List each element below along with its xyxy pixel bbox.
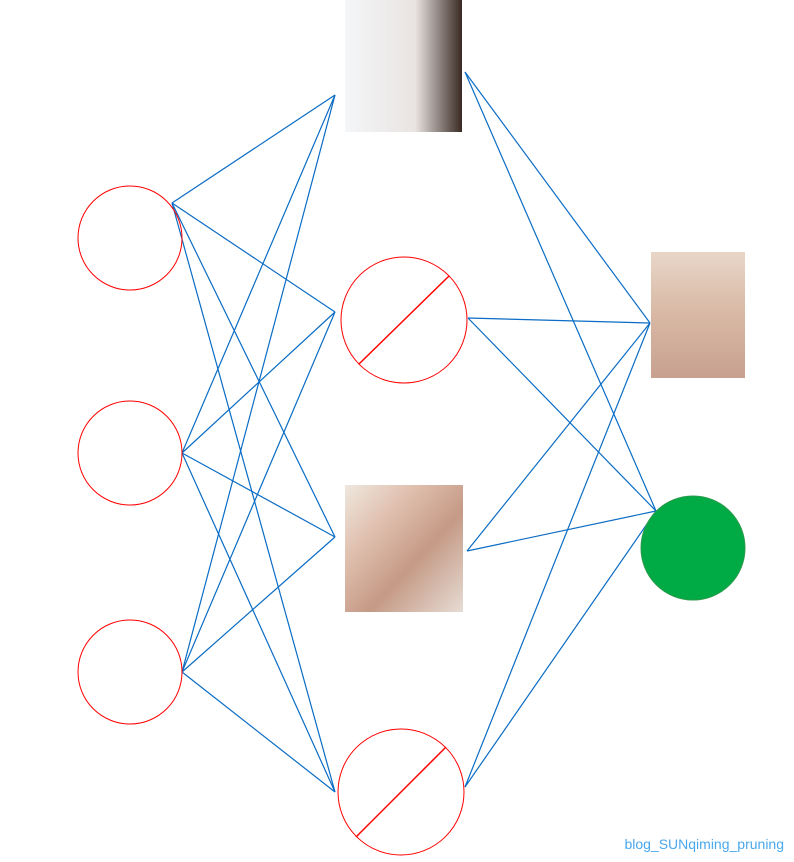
hidden-node-2-pruned xyxy=(340,256,468,384)
edge-input-3-hidden-2 xyxy=(181,311,336,673)
edge-input-3-hidden-4 xyxy=(181,671,336,793)
input-layer xyxy=(77,185,183,725)
edges xyxy=(171,71,657,793)
hidden-node-1-photo xyxy=(345,0,462,132)
prune-slash-icon xyxy=(355,746,447,838)
edge-input-3-hidden-1 xyxy=(181,94,336,673)
watermark: blog_SUNqiming_pruning xyxy=(624,836,784,852)
prune-slash-icon xyxy=(358,275,450,365)
edge-input-2-hidden-1 xyxy=(181,94,336,454)
edge-input-3-hidden-3 xyxy=(181,536,336,673)
edge-input-2-hidden-3 xyxy=(181,452,336,538)
edge-hidden-3-output-1 xyxy=(466,322,651,552)
edge-input-1-hidden-2 xyxy=(171,202,336,313)
edge-hidden-4-output-2 xyxy=(464,510,657,788)
output-node-1-photo xyxy=(651,252,745,378)
edge-hidden-1-output-2 xyxy=(464,71,657,512)
edge-hidden-3-output-2 xyxy=(466,510,657,552)
output-layer xyxy=(640,252,746,601)
hidden-node-3-photo xyxy=(345,485,463,612)
input-node-1 xyxy=(77,185,183,291)
edge-hidden-2-output-2 xyxy=(467,317,657,512)
input-node-2 xyxy=(77,400,183,506)
hidden-node-4-pruned xyxy=(337,728,465,856)
output-node-2 xyxy=(640,495,746,601)
edge-input-1-hidden-3 xyxy=(171,202,336,538)
edge-hidden-4-output-1 xyxy=(464,322,651,788)
edge-hidden-2-output-1 xyxy=(467,317,651,324)
edge-input-2-hidden-4 xyxy=(181,452,336,793)
edge-input-1-hidden-1 xyxy=(171,94,336,204)
input-node-3 xyxy=(77,619,183,725)
edge-hidden-1-output-1 xyxy=(464,71,651,324)
edge-input-1-hidden-4 xyxy=(171,202,336,793)
hidden-layer xyxy=(337,0,468,856)
